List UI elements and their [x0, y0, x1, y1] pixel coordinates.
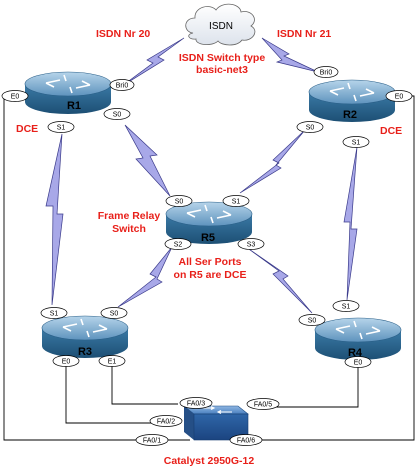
serial-link-r5-s2-r3-s0: [117, 246, 173, 308]
router-r1[interactable]: R1: [24, 71, 112, 114]
switch-model-label: Catalyst 2950G-12: [164, 455, 255, 467]
router-icon: [165, 201, 253, 244]
router-icon: [308, 79, 396, 122]
serial-link-r1-s0-r5-s0: [124, 124, 171, 197]
link-r3-e1-to-fa0-3: [111, 363, 178, 405]
frame-relay-label-line2: Switch: [112, 223, 146, 235]
router-r5[interactable]: R5: [165, 201, 253, 244]
r2-port-s0: S0: [306, 125, 315, 132]
r3-port-s1: S1: [50, 311, 59, 318]
isdn-number-r1: ISDN Nr 20: [96, 28, 150, 40]
r5-port-s0: S0: [175, 199, 184, 206]
r4-port-e0: E0: [354, 360, 363, 367]
isdn-cloud: ISDN: [185, 3, 256, 46]
dce-label-r2: DCE: [380, 125, 402, 137]
switch-port-fa0-1: FA0/1: [143, 438, 161, 445]
router-r2-name: R2: [343, 109, 357, 121]
switch-arrows-icon: [200, 406, 232, 414]
serial-link-r5-s3-r4-s0: [245, 246, 313, 314]
r5-port-s2: S2: [174, 242, 183, 249]
r5-port-s3: S3: [247, 242, 256, 249]
r1-port-s1: S1: [57, 125, 66, 132]
switch-port-fa0-5: FA0/5: [254, 402, 272, 409]
router-r3-name: R3: [78, 346, 92, 358]
r5-port-s1: S1: [232, 199, 241, 206]
isdn-switch-type-line1: ISDN Switch type: [179, 52, 266, 64]
isdn-cloud-label: ISDN: [209, 21, 233, 32]
port-labels: E0 Bri0 S0 S1 Bri0 E0 S0 S1 S0 S1 S2 S3 …: [1, 66, 413, 446]
r2-port-bri0: Bri0: [320, 70, 333, 77]
r3-port-s0: S0: [110, 311, 119, 318]
r3-port-e0: E0: [62, 359, 71, 366]
switch-port-fa0-2: FA0/2: [157, 419, 175, 426]
serial-link-r1-s1-r3-s1: [45, 133, 64, 306]
router-r4[interactable]: R4: [314, 317, 402, 360]
link-r2-e0-to-fa0-6: [236, 95, 415, 441]
router-r4-name: R4: [348, 347, 363, 359]
r1-port-e0: E0: [11, 94, 20, 101]
r2-port-s1: S1: [352, 140, 361, 147]
router-r2[interactable]: R2: [308, 79, 396, 122]
router-r3[interactable]: R3: [41, 315, 129, 358]
isdn-number-r2: ISDN Nr 21: [277, 28, 331, 40]
router-icon: [314, 317, 402, 360]
dce-note-line2: on R5 are DCE: [174, 269, 247, 281]
switch-port-fa0-6: FA0/6: [237, 438, 255, 445]
link-r4-e0-to-fa0-5: [252, 364, 359, 408]
frame-relay-label-line1: Frame Relay: [98, 210, 161, 222]
annotations: ISDN Nr 20 ISDN Nr 21 ISDN Switch type b…: [16, 28, 402, 467]
r1-port-s0: S0: [113, 112, 122, 119]
switch-port-fa0-3: FA0/3: [187, 401, 205, 408]
router-r5-name: R5: [201, 232, 215, 244]
r3-port-e1: E1: [108, 359, 117, 366]
router-icon: [41, 315, 129, 358]
serial-link-r2-s0-r5-s1: [239, 129, 306, 194]
router-icon: [24, 71, 112, 114]
r2-port-e0: E0: [395, 94, 404, 101]
r4-port-s0: S0: [308, 318, 317, 325]
r4-port-s1: S1: [342, 304, 351, 311]
switch-side: [184, 406, 194, 440]
dce-note-line1: All Ser Ports: [178, 256, 241, 268]
isdn-switch-type-line2: basic-net3: [196, 64, 248, 76]
isdn-link-r1: [121, 37, 185, 87]
router-r1-name: R1: [67, 100, 81, 112]
isdn-link-r2: [261, 37, 319, 73]
dce-label-r1: DCE: [16, 123, 38, 135]
r1-port-bri0: Bri0: [116, 83, 129, 90]
serial-link-r2-s1-r4-s1: [343, 146, 358, 301]
serial-links: [45, 37, 358, 314]
link-r3-e0-to-fa0-2: [65, 363, 172, 424]
